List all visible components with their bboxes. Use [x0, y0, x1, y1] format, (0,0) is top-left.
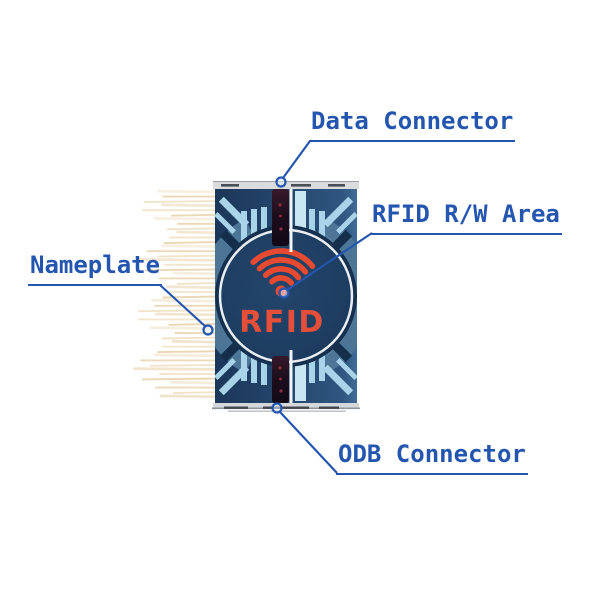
- corner-stripes: [215, 196, 357, 396]
- edge-marks-bottom: [224, 406, 339, 409]
- ring-notches: [219, 229, 353, 363]
- rfid-logo-text: RFID: [239, 305, 325, 340]
- callout-line-rfid-rw-area: [286, 232, 373, 291]
- label-rfid-rw-area: RFID R/W Area: [370, 201, 562, 235]
- callout-line-nameplate: [159, 284, 207, 328]
- callout-line-data-connector: [282, 140, 311, 179]
- callout-marker-data-connector: [275, 176, 287, 188]
- callout-leaders: [159, 140, 373, 474]
- callout-marker-odb-connector: [271, 402, 283, 414]
- device-bottom-edge: [212, 403, 360, 412]
- brush-texture: [133, 189, 219, 399]
- callout-marker-rfid-rw-area: [278, 287, 290, 299]
- odb-connector-slot: [272, 350, 293, 403]
- label-data-connector: Data Connector: [309, 108, 516, 142]
- callout-marker-nameplate: [202, 324, 214, 336]
- callout-line-odb-connector: [279, 411, 338, 474]
- edge-marks-top: [221, 184, 345, 187]
- label-nameplate: Nameplate: [28, 252, 163, 286]
- label-odb-connector: ODB Connector: [336, 441, 528, 475]
- wifi-signal-icon: [250, 248, 316, 297]
- data-connector-slot: [272, 189, 293, 252]
